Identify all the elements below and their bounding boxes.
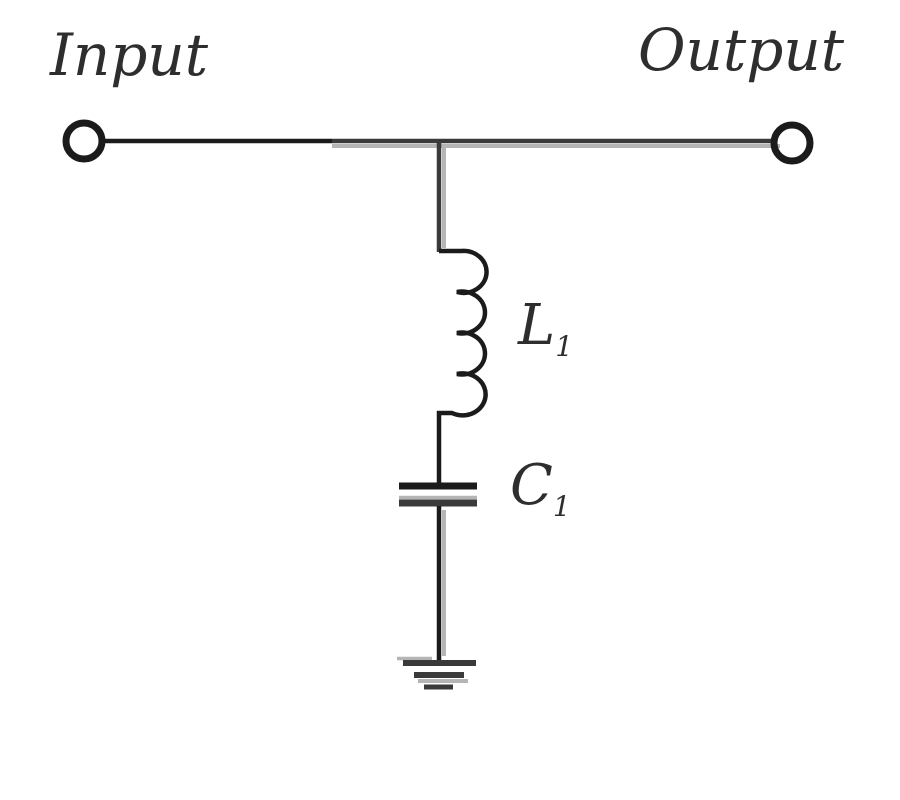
input-label: Input — [50, 21, 209, 89]
input-terminal-icon — [62, 119, 106, 163]
inductor-label: L1 — [518, 298, 573, 361]
capacitor-label: C1 — [510, 458, 571, 521]
output-terminal-icon — [770, 121, 814, 165]
inductor-symbol — [436, 248, 489, 483]
inductor-label-base: L — [518, 293, 556, 358]
output-label: Output — [638, 16, 845, 84]
capacitor-label-base: C — [510, 453, 553, 518]
inductor-label-subscript: 1 — [555, 330, 574, 364]
capacitor-label-subscript: 1 — [552, 490, 571, 524]
